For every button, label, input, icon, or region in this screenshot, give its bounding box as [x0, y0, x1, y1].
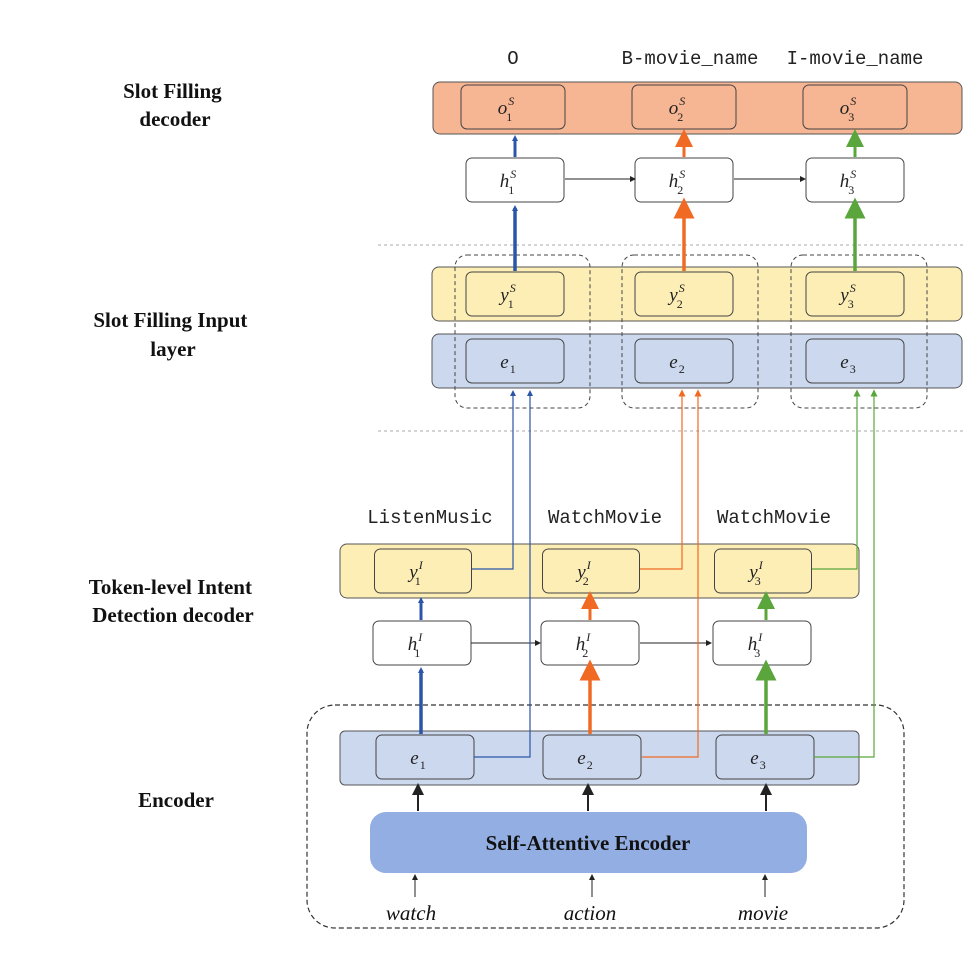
label-intent-decoder-line2: Detection decoder	[92, 603, 254, 627]
svg-text:hI1: hI1	[408, 630, 424, 660]
intent-output-label-1: ListenMusic	[367, 507, 492, 529]
svg-text:hS1: hS1	[500, 167, 517, 197]
encoder-container	[306, 704, 905, 929]
route-intent-to-slot-2	[640, 389, 686, 570]
label-slot-filling-input: Slot Filling Input layer	[93, 308, 252, 361]
input-word-1: watch	[386, 901, 436, 925]
svg-text:hS3: hS3	[840, 167, 857, 197]
intent-output-label-3: WatchMovie	[717, 507, 831, 529]
svg-text:yI1: yI1	[407, 558, 423, 588]
encoder-embedding-node-2: e2	[542, 734, 642, 780]
intent-output-label-2: WatchMovie	[548, 507, 662, 529]
label-slot-filling-decoder-line2: decoder	[139, 107, 210, 131]
svg-text:hI2: hI2	[576, 630, 592, 660]
slot-group-3	[790, 254, 928, 409]
slot-embedding-node-2: e2	[634, 338, 734, 384]
label-encoder: Encoder	[138, 788, 214, 812]
svg-text:yS1: yS1	[498, 281, 515, 311]
slot-output-label-3: I-movie_name	[787, 48, 924, 70]
svg-text:yI3: yI3	[747, 558, 763, 588]
route-intent-to-slot-3	[812, 389, 861, 570]
svg-text:hI3: hI3	[748, 630, 764, 660]
slot-embedding-node-1: e1	[465, 338, 565, 384]
encoder-embedding-node-3: e3	[715, 734, 815, 780]
route-intent-to-slot-1	[472, 390, 516, 570]
self-attentive-encoder-box	[370, 812, 807, 873]
slot-group-2	[621, 254, 759, 409]
input-word-3: movie	[738, 901, 788, 925]
self-attentive-encoder-label: Self-Attentive Encoder	[486, 831, 691, 855]
slot-output-label-1: O	[507, 48, 518, 70]
svg-text:yI2: yI2	[575, 558, 591, 588]
svg-text:oS3: oS3	[840, 94, 857, 124]
svg-text:hS2: hS2	[669, 167, 686, 197]
svg-text:yS2: yS2	[667, 281, 684, 311]
encoder-embedding-node-1: e1	[375, 734, 475, 780]
route-encoder-to-slot-1	[474, 390, 533, 758]
slot-group-1	[454, 254, 591, 409]
label-slot-filling-decoder-line1: Slot Filling	[123, 79, 222, 103]
slot-embedding-node-3: e3	[805, 338, 905, 384]
slot-output-label-2: B-movie_name	[622, 48, 759, 70]
svg-text:oS1: oS1	[498, 94, 515, 124]
input-word-2: action	[564, 901, 617, 925]
label-intent-decoder: Token-level Intent Detection decoder	[89, 575, 257, 627]
svg-text:oS2: oS2	[669, 94, 686, 124]
label-slot-filling-input-line1: Slot Filling Input	[93, 308, 247, 332]
label-intent-decoder-line1: Token-level Intent	[89, 575, 252, 599]
label-encoder-line1: Encoder	[138, 788, 214, 812]
label-slot-filling-decoder: Slot Filling decoder	[123, 79, 227, 131]
route-encoder-to-slot-2	[642, 389, 702, 758]
svg-text:yS3: yS3	[838, 281, 855, 311]
route-encoder-to-slot-3	[814, 389, 878, 758]
label-slot-filling-input-line2: layer	[150, 337, 195, 361]
